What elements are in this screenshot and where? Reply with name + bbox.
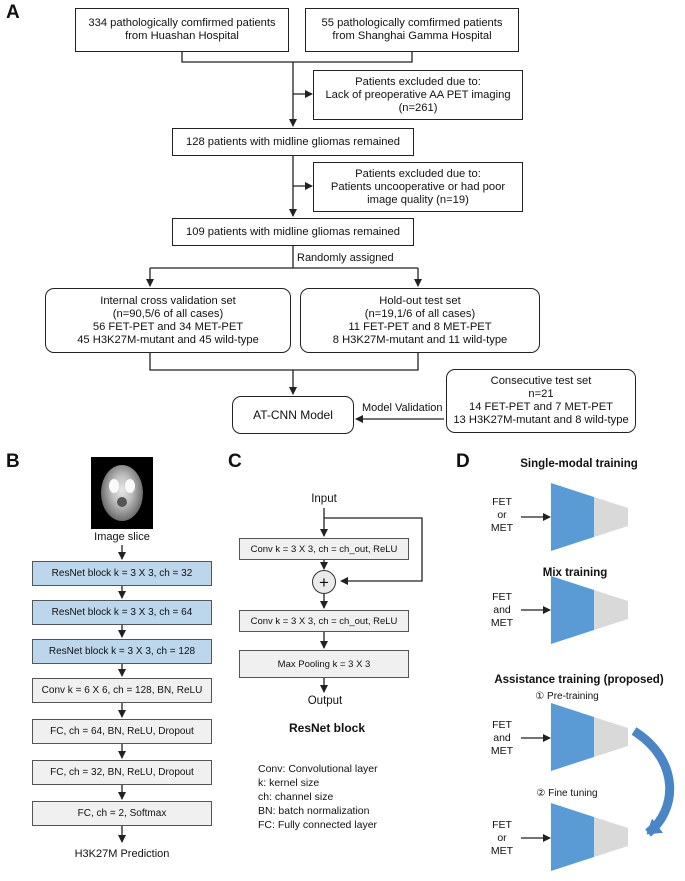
- internal-validation-box: Internal cross validation set (n=90,5/6 …: [45, 288, 291, 353]
- remained-box-1: 128 patients with midline gliomas remain…: [172, 128, 414, 156]
- panel-label-a: A: [6, 2, 20, 23]
- merge-connector: [149, 353, 419, 371]
- box-line: (n=19,1/6 of all cases): [364, 307, 476, 320]
- conv-layer-block: Conv k = 6 X 6, ch = 128, BN, ReLU: [32, 678, 212, 703]
- input-word: and: [493, 732, 511, 744]
- transfer-arrow: [631, 727, 674, 837]
- box-line: AT-CNN Model: [253, 407, 333, 422]
- fine-tuning-step-label: ② Fine tuning: [536, 788, 598, 799]
- trapezoid-finetune: [551, 803, 628, 871]
- pretraining-step-label: ① Pre-training: [535, 691, 599, 702]
- trapezoid-mix: [551, 576, 628, 644]
- box-line: image quality (n=19): [367, 193, 469, 206]
- mix-training-input: FET and MET: [484, 591, 520, 630]
- single-modal-input: FET or MET: [484, 496, 520, 535]
- skip-connection: [324, 517, 423, 585]
- resnet-block-32: ResNet block k = 3 X 3, ch = 32: [32, 561, 212, 586]
- fc-2-block: FC, ch = 2, Softmax: [32, 801, 212, 826]
- model-validation-label: Model Validation: [362, 402, 443, 414]
- box-line: 334 pathologically comfirmed patients: [88, 17, 276, 29]
- box-line: Hold-out test set: [379, 294, 461, 307]
- source-gamma-box: 55 pathologically comfirmed patients fro…: [305, 8, 519, 52]
- box-line: n=21: [528, 388, 554, 400]
- box-line: Lack of preoperative AA PET imaging: [325, 88, 511, 101]
- legend-line: Conv: Convolutional layer: [258, 763, 378, 775]
- input-word: or: [497, 509, 507, 521]
- resnet-block-title: ResNet block: [288, 721, 366, 735]
- box-line: Consecutive test set: [490, 375, 592, 387]
- assistance-training-title: Assistance training (proposed): [494, 674, 664, 686]
- max-pooling-block: Max Pooling k = 3 X 3: [239, 650, 409, 678]
- input-word: and: [493, 604, 511, 616]
- fc-64-block: FC, ch = 64, BN, ReLU, Dropout: [32, 719, 212, 744]
- abbreviation-legend: Conv: Convolutional layer k: kernel size…: [258, 762, 378, 832]
- box-line: 128 patients with midline gliomas remain…: [186, 135, 400, 148]
- pet-image-slice: [91, 457, 153, 529]
- input-word: MET: [490, 745, 514, 757]
- box-line: Patients uncooperative or had poor: [330, 180, 506, 193]
- pretraining-input: FET and MET: [484, 719, 520, 758]
- input-label: Input: [311, 493, 337, 505]
- excluded-box-1: Patients excluded due to: Lack of preope…: [313, 70, 523, 120]
- input-word: MET: [490, 617, 514, 629]
- resnet-conv-1: Conv k = 3 X 3, ch = ch_out, ReLU: [239, 538, 409, 560]
- box-line: (n=261): [398, 101, 438, 114]
- input-word: FET: [492, 591, 512, 603]
- box-line: 56 FET-PET and 34 MET-PET: [92, 320, 244, 333]
- resnet-block-128: ResNet block k = 3 X 3, ch = 128: [32, 639, 212, 664]
- randomly-assigned-label: Randomly assigned: [297, 252, 394, 264]
- legend-line: ch: channel size: [258, 791, 334, 803]
- box-line: 8 H3K27M-mutant and 11 wild-type: [332, 333, 508, 346]
- input-word: or: [497, 832, 507, 844]
- legend-line: FC: Fully connected layer: [258, 819, 378, 831]
- mix-training-title: Mix training: [542, 567, 608, 579]
- resnet-block-64: ResNet block k = 3 X 3, ch = 64: [32, 600, 212, 625]
- box-line: 45 H3K27M-mutant and 45 wild-type: [77, 333, 259, 346]
- legend-line: BN: batch normalization: [258, 805, 370, 817]
- input-word: FET: [492, 496, 512, 508]
- fc-32-block: FC, ch = 32, BN, ReLU, Dropout: [32, 760, 212, 785]
- fine-tuning-input: FET or MET: [484, 819, 520, 858]
- consecutive-test-box: Consecutive test set n=21 14 FET-PET and…: [446, 369, 636, 433]
- excluded-box-2: Patients excluded due to: Patients uncoo…: [313, 162, 523, 212]
- panel-label-d: D: [456, 451, 470, 472]
- panel-label-c: C: [228, 451, 242, 472]
- box-line: Patients excluded due to:: [355, 75, 481, 88]
- box-line: Patients excluded due to:: [355, 167, 481, 180]
- box-line: from Huashan Hospital: [125, 30, 239, 42]
- box-line: 13 H3K27M-mutant and 8 wild-type: [453, 414, 629, 426]
- input-word: FET: [492, 819, 512, 831]
- input-word: MET: [490, 522, 514, 534]
- trapezoid-single: [551, 483, 628, 551]
- trapezoid-pretrain: [551, 703, 628, 771]
- input-word: FET: [492, 719, 512, 731]
- box-line: 14 FET-PET and 7 MET-PET: [468, 401, 614, 413]
- box-line: 55 pathologically comfirmed patients: [321, 17, 503, 29]
- input-word: MET: [490, 845, 514, 857]
- at-cnn-model-box: AT-CNN Model: [232, 396, 354, 434]
- prediction-label: H3K27M Prediction: [74, 848, 170, 860]
- single-modal-title: Single-modal training: [520, 458, 638, 470]
- box-line: Internal cross validation set: [100, 294, 236, 307]
- box-line: from Shanghai Gamma Hospital: [332, 30, 492, 42]
- panel-label-b: B: [6, 451, 20, 472]
- legend-line: k: kernel size: [258, 777, 320, 789]
- addition-node: +: [312, 570, 336, 594]
- holdout-test-box: Hold-out test set (n=19,1/6 of all cases…: [300, 288, 540, 353]
- box-line: 109 patients with midline gliomas remain…: [186, 225, 400, 238]
- output-label: Output: [307, 695, 343, 707]
- box-line: 11 FET-PET and 8 MET-PET: [348, 320, 492, 333]
- source-huashan-box: 334 pathologically comfirmed patients fr…: [75, 8, 289, 52]
- merge-connector: [181, 52, 413, 63]
- remained-box-2: 109 patients with midline gliomas remain…: [172, 218, 414, 246]
- image-slice-label: Image slice: [94, 531, 150, 543]
- resnet-conv-2: Conv k = 3 X 3, ch = ch_out, ReLU: [239, 610, 409, 632]
- box-line: (n=90,5/6 of all cases): [112, 307, 224, 320]
